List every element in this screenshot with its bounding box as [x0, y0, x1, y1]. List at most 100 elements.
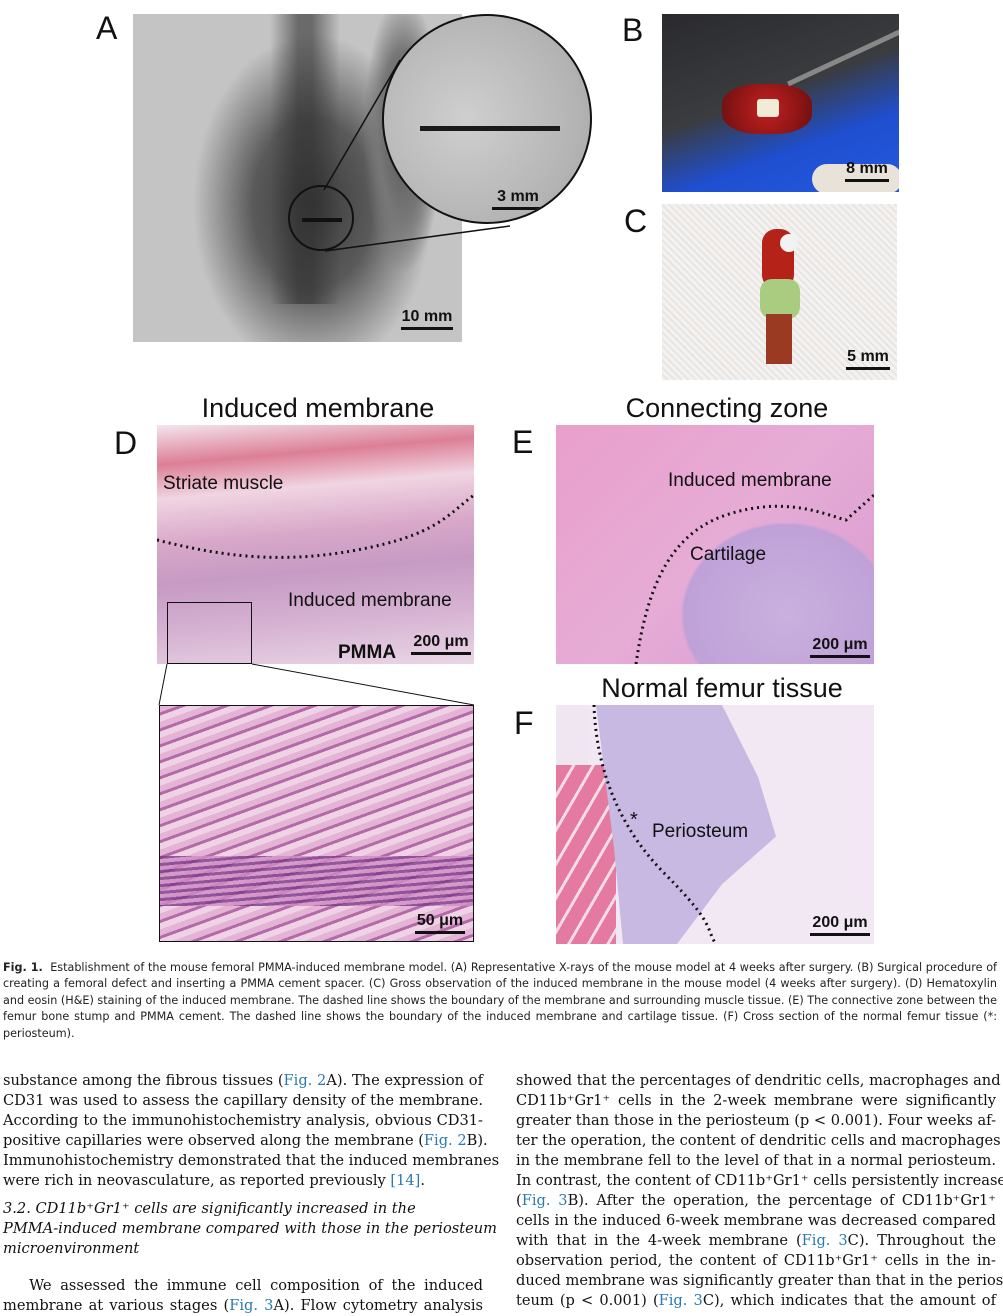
xray-zoom-circle: 3 mm: [382, 14, 592, 224]
text-segment: observation period, the content of CD11b…: [516, 1252, 996, 1269]
text-segment: Immunohistochemistry demonstrated that t…: [3, 1152, 500, 1169]
text-line: teum (p < 0.001) (Fig. 3C), which indica…: [516, 1291, 996, 1311]
text-line: According to the immunohistochemistry an…: [3, 1111, 483, 1131]
text-line: We assessed the immune cell composition …: [3, 1276, 483, 1296]
text-segment: with that in the 4-week membrane (: [516, 1232, 802, 1249]
panel-label-d: D: [114, 425, 138, 461]
text-segment: were rich in neovasculature, as reported…: [3, 1172, 391, 1189]
text-segment: B). After the operation, the percentage …: [567, 1192, 997, 1209]
text-segment: membrane at various stages (: [3, 1297, 230, 1314]
scale-label: 200 μm: [812, 914, 868, 931]
text-line: observation period, the content of CD11b…: [516, 1251, 996, 1271]
text-segment: According to the immunohistochemistry an…: [3, 1112, 483, 1129]
scale-bar-d-inset: 50 μm: [415, 912, 465, 934]
section-heading-line: 3.2. CD11b⁺Gr1⁺ cells are significantly …: [3, 1200, 416, 1217]
reference-link[interactable]: Fig. 3: [801, 1232, 848, 1249]
gross-membrane-photo: 5 mm: [662, 204, 897, 380]
text-segment: In contrast, the content of CD11b⁺Gr1⁺ c…: [516, 1172, 1003, 1189]
panel-label-c: C: [624, 203, 648, 239]
text-line: showed that the percentages of dendritic…: [516, 1071, 1001, 1091]
reference-link[interactable]: Fig. 3: [658, 1292, 703, 1309]
text-segment: (: [516, 1192, 522, 1209]
label-pmma: PMMA: [338, 642, 397, 663]
he-stain-inset: 50 μm: [159, 705, 474, 942]
reference-link[interactable]: Fig. 2: [283, 1072, 327, 1089]
text-segment: teum (p < 0.001) (: [516, 1292, 659, 1309]
pmma-spacer-shape: [420, 126, 560, 131]
text-segment: A). The expression of: [326, 1072, 483, 1089]
scale-bar-c: 5 mm: [846, 348, 890, 370]
label-induced-membrane-e: Induced membrane: [668, 470, 832, 491]
zoom-connector-lines: [323, 59, 511, 252]
scale-label: 8 mm: [846, 160, 888, 177]
reference-link[interactable]: Fig. 3: [521, 1192, 568, 1209]
panel-label-b: B: [622, 12, 644, 48]
text-line: were rich in neovasculature, as reported…: [3, 1171, 483, 1191]
text-segment: in the membrane fell to the level of tha…: [516, 1152, 996, 1169]
figure-caption: Fig. 1. Establishment of the mouse femor…: [3, 960, 997, 1042]
text-segment: We assessed the immune cell composition …: [3, 1277, 483, 1294]
periosteum-dashed-line: [592, 705, 718, 944]
scale-label: 200 μm: [812, 636, 868, 653]
text-line: membrane at various stages (Fig. 3A). Fl…: [3, 1296, 483, 1316]
text-segment: C), which indicates that the amount of: [702, 1292, 996, 1309]
text-segment: CD31 was used to assess the capillary de…: [3, 1092, 483, 1109]
mouse-spine-shape: [270, 14, 340, 304]
scale-label: 200 μm: [413, 633, 469, 650]
text-segment: greater than those in the periosteum (p …: [516, 1112, 996, 1129]
scale-label: 5 mm: [847, 348, 889, 365]
reference-link[interactable]: Fig. 2: [423, 1132, 467, 1149]
he-stain-connecting-zone: Induced membrane Cartilage 200 μm: [556, 425, 874, 664]
label-cartilage: Cartilage: [690, 544, 767, 565]
surgery-photo: 8 mm: [662, 14, 899, 192]
title-normal-femur: Normal femur tissue: [601, 673, 843, 703]
text-segment: A). Flow cytometry analysis: [273, 1297, 483, 1314]
reference-link[interactable]: Fig. 3: [229, 1297, 274, 1314]
he-stain-normal-femur: * Periosteum 200 μm: [556, 705, 874, 944]
text-line: positive capillaries were observed along…: [3, 1131, 488, 1151]
text-segment: B).: [466, 1132, 488, 1149]
boundary-dashed-line: [157, 493, 474, 559]
title-connecting-zone: Connecting zone: [625, 393, 829, 423]
caption-label: Fig. 1.: [3, 961, 43, 974]
scale-bar-f: 200 μm: [810, 914, 870, 936]
scale-bar-b: 8 mm: [845, 160, 889, 182]
text-segment: duced membrane was significantly greater…: [516, 1272, 1003, 1289]
zoom-source-circle: [288, 185, 354, 251]
muscle-region: [556, 765, 616, 944]
scale-label: 10 mm: [401, 308, 453, 325]
text-line: substance among the fibrous tissues (Fig…: [3, 1071, 483, 1091]
text-line: ter the operation, the content of dendri…: [516, 1131, 1001, 1151]
reference-link[interactable]: [14]: [390, 1172, 421, 1189]
text-segment: cells in the induced 6-week membrane was…: [516, 1212, 996, 1229]
text-line: (Fig. 3B). After the operation, the perc…: [516, 1191, 996, 1211]
he-stain-induced-membrane: Striate muscle Induced membrane PMMA 200…: [157, 425, 474, 664]
label-induced-membrane-d: Induced membrane: [288, 590, 452, 611]
pmma-spacer: [757, 99, 779, 117]
text-line: In contrast, the content of CD11b⁺Gr1⁺ c…: [516, 1171, 1003, 1191]
scale-bar-e: 200 μm: [810, 636, 870, 658]
scale-label: 50 μm: [416, 912, 464, 929]
text-line: duced membrane was significantly greater…: [516, 1271, 1003, 1291]
label-periosteum: Periosteum: [652, 821, 749, 842]
panel-label-f: F: [514, 705, 534, 741]
scale-bar-d: 200 μm: [411, 633, 471, 655]
scale-label: 3 mm: [497, 188, 539, 205]
periosteum-asterisk: *: [630, 809, 638, 831]
inset-connector-lines: [158, 663, 475, 706]
panel-label-e: E: [512, 424, 534, 460]
text-segment: ter the operation, the content of dendri…: [516, 1132, 1001, 1149]
text-line: CD31 was used to assess the capillary de…: [3, 1091, 483, 1111]
scale-bar-a-zoom: 3 mm: [492, 188, 544, 210]
text-line: CD11b⁺Gr1⁺ cells in the 2-week membrane …: [516, 1091, 996, 1111]
text-segment: positive capillaries were observed along…: [3, 1132, 424, 1149]
text-line: Immunohistochemistry demonstrated that t…: [3, 1151, 499, 1171]
section-heading-line: microenvironment: [3, 1240, 140, 1257]
inset-region-box: [167, 602, 252, 664]
text-segment: .: [420, 1172, 426, 1189]
caption-text: Establishment of the mouse femoral PMMA-…: [3, 961, 997, 1040]
text-segment: substance among the fibrous tissues (: [3, 1072, 284, 1089]
text-line: greater than those in the periosteum (p …: [516, 1111, 996, 1131]
text-segment: CD11b⁺Gr1⁺ cells in the 2-week membrane …: [516, 1092, 996, 1109]
label-striate-muscle: Striate muscle: [163, 473, 284, 494]
